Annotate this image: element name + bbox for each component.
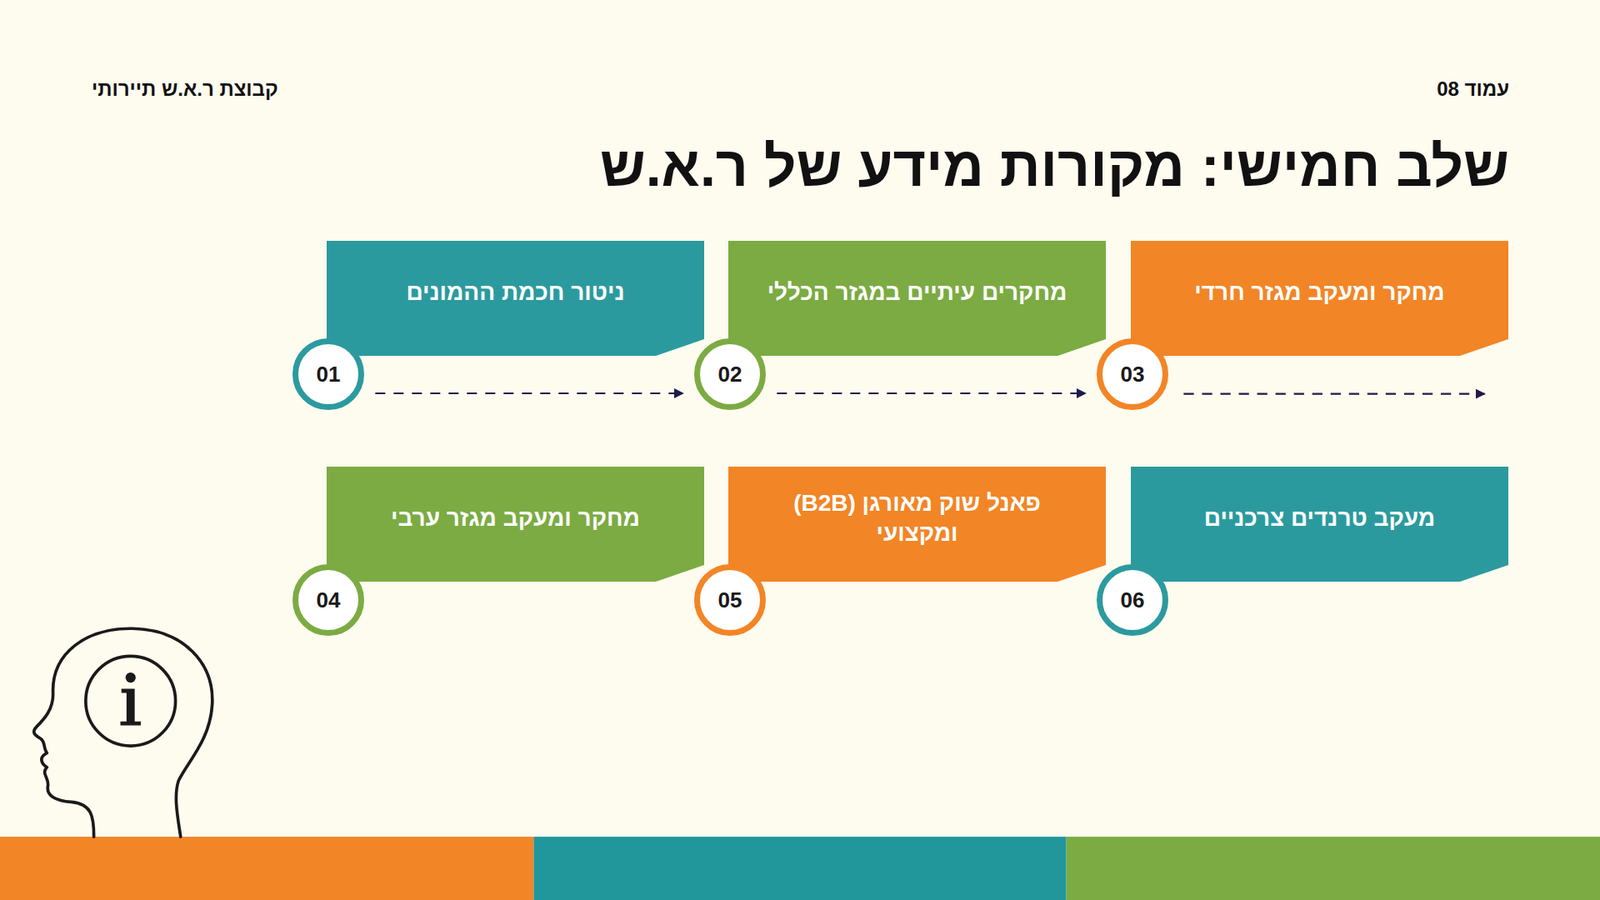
circle-text-wrap: 02: [694, 338, 766, 410]
callout-number: 01: [316, 361, 341, 388]
box-title: מחקר ומעקב מגזר חרדי: [1194, 277, 1445, 308]
circle-outline: [295, 341, 362, 408]
number-circle: 03: [1096, 338, 1169, 410]
circle-outline: [1100, 341, 1166, 408]
circle-outline: [295, 567, 362, 634]
box-text-wrap: מחקר ומעקב מגזר ערבי: [326, 466, 705, 582]
callout-number: 02: [718, 361, 743, 388]
circle-text-wrap: 06: [1096, 564, 1169, 636]
number-circle: 01: [292, 338, 365, 410]
dashed-arrow: [776, 392, 1085, 395]
source-box: מחקר ומעקב מגזר חרדי: [1130, 240, 1509, 356]
circle-text-wrap: 01: [292, 338, 365, 410]
info-stem: [120, 689, 140, 726]
dashed-arrow: [375, 392, 683, 395]
callout-number: 05: [718, 587, 743, 614]
number-circle: 02: [694, 338, 766, 410]
circle-outline: [697, 341, 764, 408]
box-text-wrap: פאנל שוק מאורגן (B2B) ומקצועי: [728, 466, 1106, 582]
box-fill: [326, 466, 705, 582]
header-label: קבוצת ר.א.ש תיירותי: [91, 77, 279, 101]
box-fill: [728, 466, 1106, 582]
dashed-arrow: [1183, 393, 1485, 395]
circle-text-wrap: 05: [694, 564, 766, 636]
callout-number: 03: [1120, 361, 1145, 388]
bottom-bar-teal: [533, 836, 1066, 900]
number-circle: 05: [694, 564, 766, 636]
head-outline: [34, 628, 213, 837]
box-fill: [1130, 240, 1509, 356]
number-circle: 06: [1096, 564, 1169, 636]
source-box: פאנל שוק מאורגן (B2B) ומקצועי: [728, 466, 1106, 582]
box-title: מעקב טרנדים צרכניים: [1204, 503, 1435, 534]
circle-text-wrap: 03: [1096, 338, 1169, 410]
box-fill: [1130, 466, 1509, 582]
box-title: מחקר ומעקב מגזר ערבי: [390, 503, 640, 534]
box-title: מחקרים עיתיים במגזר הכללי: [767, 277, 1068, 308]
circle-text-wrap: 04: [292, 564, 365, 636]
box-text-wrap: מעקב טרנדים צרכניים: [1130, 466, 1509, 582]
source-box: מחקרים עיתיים במגזר הכללי: [728, 240, 1106, 356]
callout-number: 04: [316, 587, 341, 614]
source-box: מחקר ומעקב מגזר ערבי: [326, 466, 705, 582]
box-text-wrap: מחקרים עיתיים במגזר הכללי: [728, 240, 1106, 356]
box-text-wrap: ניטור חכמת ההמונים: [326, 240, 705, 356]
info-circle: [85, 655, 176, 746]
box-fill: [326, 240, 705, 356]
box-text-wrap: מחקר ומעקב מגזר חרדי: [1130, 240, 1509, 356]
box-title: ניטור חכמת ההמונים: [405, 277, 625, 308]
number-circle: 04: [292, 564, 365, 636]
info-dot: [125, 672, 136, 683]
page-title: שלב חמישי: מקורות מידע של ר.א.ש: [600, 133, 1510, 199]
box-title: פאנל שוק מאורגן (B2B) ומקצועי: [759, 488, 1076, 549]
source-box: מעקב טרנדים צרכניים: [1130, 466, 1509, 582]
circle-outline: [1100, 567, 1166, 634]
bottom-bar-green: [1066, 836, 1600, 900]
bottom-bar-orange: [0, 836, 534, 900]
callout-number: 06: [1120, 587, 1145, 614]
circle-outline: [697, 567, 764, 634]
source-box: ניטור חכמת ההמונים: [326, 240, 705, 356]
box-fill: [728, 240, 1106, 356]
page-number: עמוד 08: [1436, 77, 1510, 101]
